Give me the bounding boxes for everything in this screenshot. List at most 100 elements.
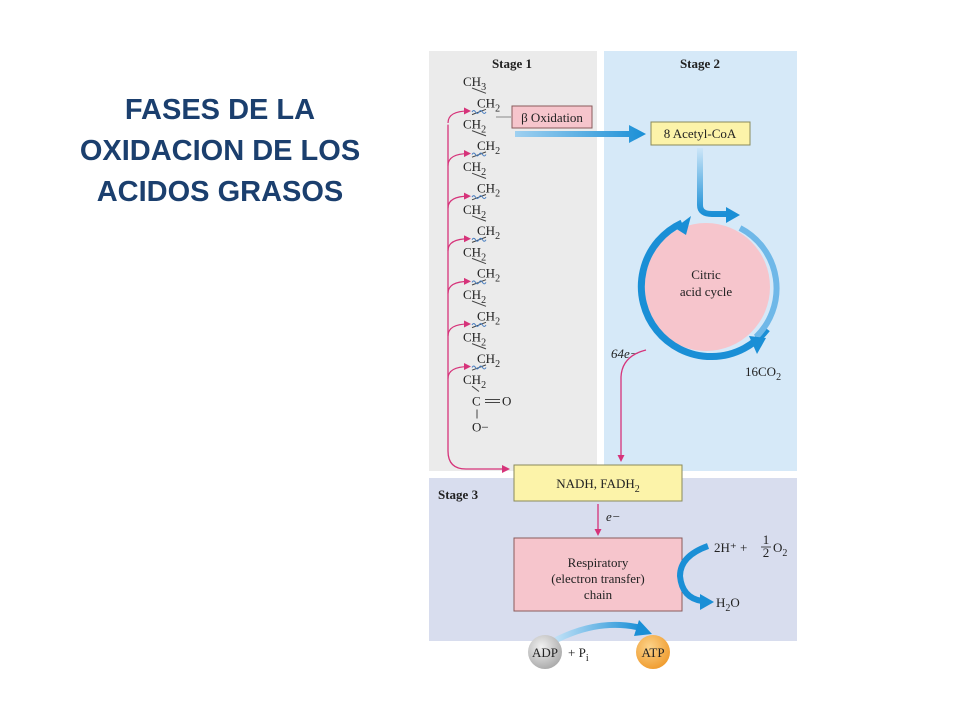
o2-label: O2 (773, 540, 787, 559)
chain-ch2-13: CH2 (477, 351, 500, 370)
chain-ch2-3-main: CH (477, 138, 495, 153)
water-label: H2O (716, 595, 740, 614)
cleavage-arrow (447, 192, 471, 209)
nadh-fadh2-label: NADH, FADH2 (556, 476, 639, 495)
adp-to-atp-arrow (554, 621, 642, 643)
cleavage-mark (471, 365, 487, 370)
chain-to-nadh-arrow (447, 124, 510, 473)
cleavage-mark (471, 152, 487, 157)
o2-main: O (773, 540, 782, 555)
fatty-acid-chain: CH3CH2CH2CH2CH2CH2CH2CH2CH2CH2CH2CH2CH2C… (463, 74, 511, 435)
cleavage-arrow (447, 235, 471, 251)
chain-ch3: CH3 (463, 74, 486, 93)
chain-bond (471, 172, 487, 179)
chain-ch2-1: CH2 (477, 95, 500, 114)
chain-ch2-8-sub: 2 (481, 252, 486, 263)
chain-ch2-5-main: CH (477, 181, 495, 196)
atp-ball (636, 635, 670, 669)
chain-ch2-10: CH2 (463, 287, 486, 306)
cleavage-arrow (447, 363, 471, 379)
chain-ch2-13-main: CH (477, 351, 495, 366)
cycle-co2-arrow (738, 225, 780, 340)
cleavage-mark (471, 280, 487, 285)
half-numerator: 1 (763, 532, 770, 547)
chain-ch2-3: CH2 (477, 138, 500, 157)
title-line-2: OXIDACION DE LOS (79, 135, 361, 167)
water-o: O (730, 595, 739, 610)
beta-oxidation-label: β Oxidation (521, 110, 583, 125)
h-plus-text: 2H⁺ + (714, 540, 747, 555)
stage-2-label: Stage 2 (680, 56, 720, 71)
chain-ch2-11-sub: 2 (495, 316, 500, 327)
cleavage-arrow (447, 107, 471, 123)
electron-label: e− (606, 509, 621, 524)
cleavage-mark (471, 237, 487, 242)
resp-line-1: Respiratory (568, 555, 629, 570)
chain-ch2-9-main: CH (477, 266, 495, 281)
chain-ch2-9-sub: 2 (495, 274, 500, 285)
title-line-1: FASES DE LA (124, 94, 316, 126)
co2-label: 16CO2 (745, 364, 781, 383)
cycle-ring-arrow (637, 219, 770, 361)
water-sub: 2 (725, 603, 730, 614)
chain-ch2-6-main: CH (463, 202, 481, 217)
pi-sub: i (586, 653, 589, 664)
cleavage-mark (471, 195, 487, 200)
stage-3-label: Stage 3 (438, 487, 479, 502)
chain-ch2-8-main: CH (463, 244, 481, 259)
electrons-64-label: 64e− (611, 346, 639, 361)
chain-ch2-2-sub: 2 (481, 125, 486, 136)
chain-ch2-12: CH2 (463, 330, 486, 349)
chain-ch2-11-main: CH (477, 308, 495, 323)
chain-ch2-7-main: CH (477, 223, 495, 238)
chain-bond (471, 300, 487, 307)
chain-ch2-7: CH2 (477, 223, 500, 242)
chain-ch2-1-sub: 2 (495, 103, 500, 114)
carbonyl-carbon: C (472, 394, 481, 409)
adp-ball (528, 635, 562, 669)
adp-label: ADP (532, 645, 558, 660)
chain-ch3-main: CH (463, 74, 481, 89)
chain-ch2-2: CH2 (463, 117, 486, 136)
chain-ch2-13-sub: 2 (495, 359, 500, 370)
cleavage-mark (471, 322, 487, 327)
cleavage-arrows (447, 107, 511, 473)
chain-ch2-1-main: CH (477, 95, 495, 110)
water-h: H (716, 595, 725, 610)
chain-bond (471, 385, 480, 392)
nadh-fadh2-box (513, 464, 683, 502)
title-line-3: ACIDOS GRASOS (96, 176, 344, 208)
chain-ch2-12-sub: 2 (481, 338, 486, 349)
chain-ch2-14: CH2 (463, 372, 486, 391)
acetyl-to-cycle-arrow (697, 148, 727, 217)
chain-bond (471, 257, 487, 265)
slide-title: FASES DE LA OXIDACION DE LOS ACIDOS GRAS… (40, 90, 400, 213)
chain-ch2-4-sub: 2 (481, 167, 486, 178)
cleavage-arrow (447, 277, 471, 294)
citric-label-line-1: Citric (691, 267, 721, 282)
chain-ch2-2-main: CH (463, 117, 481, 132)
cleavage-arrow (447, 320, 471, 336)
acetyl-coa-box (650, 121, 751, 146)
plus-pi-text: + P (568, 645, 586, 660)
carboxylate-oxygen: O− (472, 420, 489, 435)
chain-ch2-5: CH2 (477, 181, 500, 200)
chain-ch2-5-sub: 2 (495, 189, 500, 200)
cleavage-mark (471, 109, 487, 114)
chain-ch2-11: CH2 (477, 308, 500, 327)
chain-ch2-4: CH2 (463, 159, 486, 178)
chain-ch2-3-sub: 2 (495, 146, 500, 157)
chain-ch2-7-sub: 2 (495, 231, 500, 242)
electrons-64-text: 64e− (611, 346, 639, 361)
oxygen-to-water-arrow (676, 543, 710, 604)
chain-ch2-8: CH2 (463, 244, 486, 263)
o2-sub: 2 (782, 548, 787, 559)
chain-ch2-6-sub: 2 (481, 210, 486, 221)
resp-line-2: (electron transfer) (551, 571, 644, 586)
stage-1-label: Stage 1 (492, 56, 532, 71)
chain-ch2-10-main: CH (463, 287, 481, 302)
chain-bond (471, 130, 487, 137)
plus-pi-label: + Pi (568, 645, 589, 664)
cleavage-arrow (447, 150, 471, 166)
